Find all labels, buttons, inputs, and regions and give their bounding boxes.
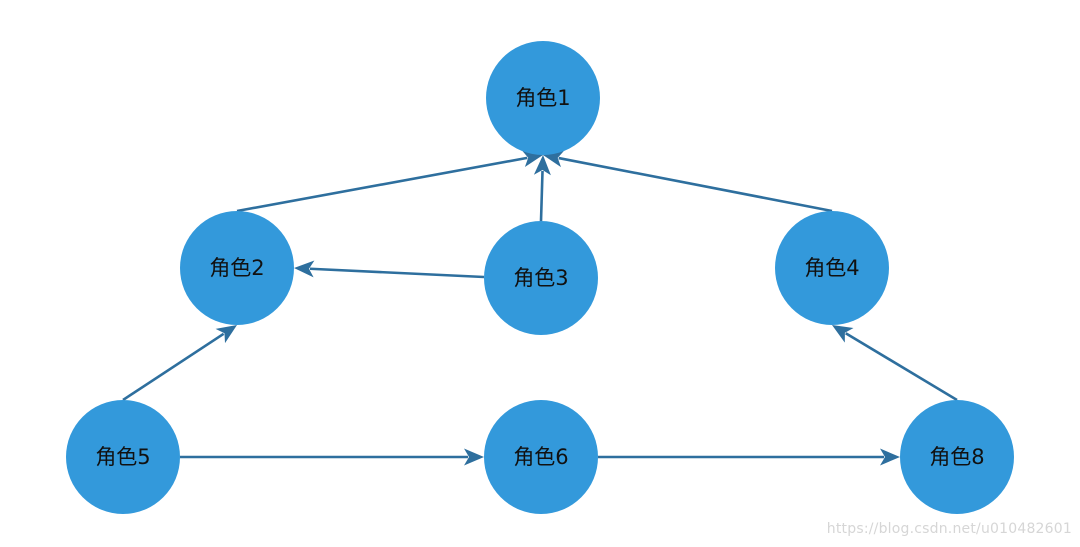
node-circle: [180, 211, 294, 325]
arrowhead-icon: [464, 448, 484, 466]
node-label: 角色2: [209, 256, 264, 280]
edge-line: [236, 156, 528, 213]
node-n4: 角色4: [775, 211, 889, 325]
edge-n6-to-n8: [598, 448, 900, 466]
node-circle: [486, 41, 600, 155]
node-circle: [775, 211, 889, 325]
edge-line: [558, 156, 833, 213]
node-label: 角色8: [929, 445, 984, 469]
node-label: 角色4: [804, 256, 859, 280]
node-label: 角色1: [515, 86, 570, 110]
node-n1: 角色1: [486, 41, 600, 155]
arrowhead-icon: [294, 260, 315, 278]
arrowhead-icon: [832, 325, 854, 343]
node-label: 角色6: [513, 445, 568, 469]
edge-n5-to-n6: [180, 448, 484, 466]
edge-n8-to-n4: [832, 325, 958, 402]
edge-n3-to-n2: [294, 260, 485, 279]
edges-layer: [122, 150, 958, 466]
node-label: 角色5: [95, 445, 150, 469]
node-circle: [484, 221, 598, 335]
arrowhead-icon: [533, 155, 551, 176]
edge-line: [845, 332, 958, 402]
edge-n2-to-n1: [236, 150, 543, 213]
node-n2: 角色2: [180, 211, 294, 325]
node-circle: [900, 400, 1014, 514]
node-n5: 角色5: [66, 400, 180, 514]
edge-line: [539, 170, 544, 222]
edge-n4-to-n1: [543, 150, 833, 213]
nodes-layer: 角色1 角色2 角色3 角色4 角色5 角色6 角色8: [66, 41, 1014, 514]
node-n6: 角色6: [484, 400, 598, 514]
edge-n3-to-n1: [533, 155, 551, 222]
watermark-text: https://blog.csdn.net/u010482601: [826, 521, 1072, 537]
edge-n5-to-n2: [122, 325, 237, 402]
edge-line: [122, 332, 225, 402]
arrowhead-icon: [880, 448, 900, 466]
node-circle: [66, 400, 180, 514]
node-n8: 角色8: [900, 400, 1014, 514]
node-circle: [484, 400, 598, 514]
node-label: 角色3: [513, 266, 568, 290]
node-n3: 角色3: [484, 221, 598, 335]
arrowhead-icon: [215, 325, 237, 344]
edge-line: [309, 267, 485, 279]
